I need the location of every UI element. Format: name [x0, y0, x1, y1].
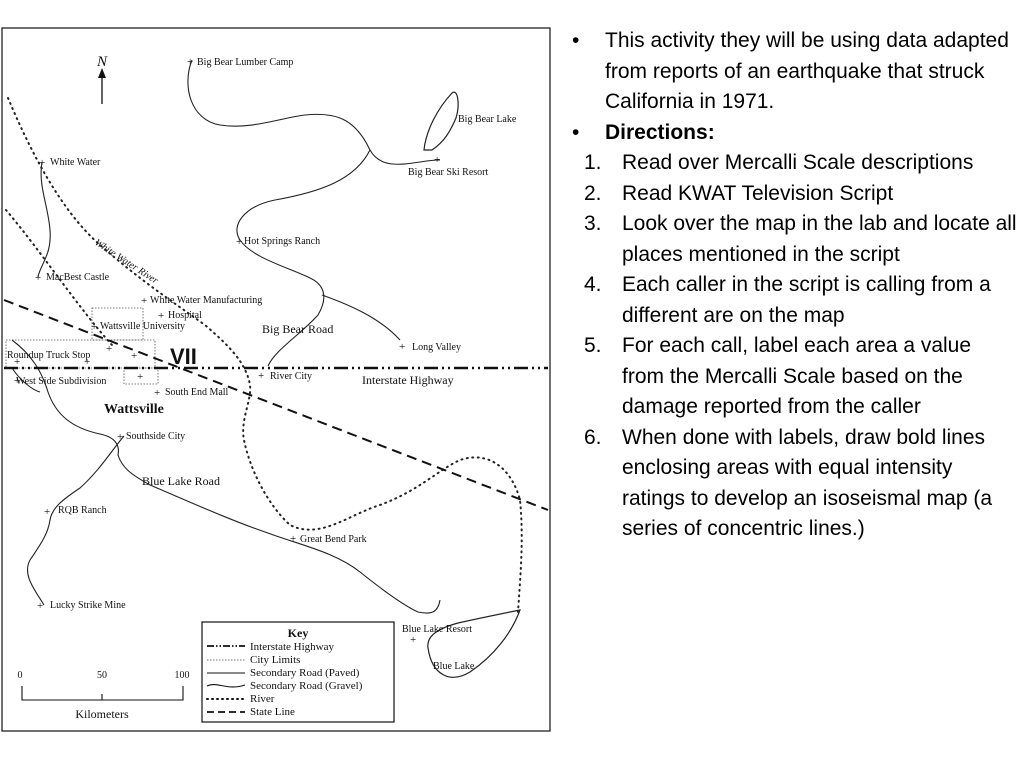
- direction-step: 6. When done with labels, draw bold lines…: [570, 423, 1020, 545]
- step-number: 6.: [584, 425, 602, 449]
- label-big-bear-ski-resort: Big Bear Ski Resort: [408, 167, 488, 178]
- svg-text:+: +: [236, 236, 242, 248]
- svg-text:+: +: [290, 533, 296, 545]
- intro-bullet: • This activity they will be using data …: [570, 26, 1020, 118]
- north-label: N: [96, 54, 108, 70]
- key-item-secondary-road-gravel: Secondary Road (Gravel): [250, 680, 363, 692]
- scale-tick-100: 100: [175, 670, 190, 681]
- svg-text:+: +: [35, 272, 41, 284]
- north-arrow-icon: N: [96, 54, 108, 104]
- label-white-water-manufacturing: White Water Manufacturing: [150, 295, 262, 306]
- svg-text:+: +: [158, 310, 164, 322]
- label-blue-lake-road: Blue Lake Road: [142, 474, 220, 488]
- step-text: When done with labels, draw bold lines e…: [622, 425, 993, 541]
- step-text: For each call, label each area a value f…: [622, 334, 972, 418]
- direction-step: 3. Look over the map in the lab and locat…: [570, 209, 1020, 270]
- label-long-valley: Long Valley: [412, 342, 461, 353]
- step-number: 2.: [584, 181, 602, 205]
- svg-text:+: +: [154, 387, 160, 399]
- instructions-panel: • This activity they will be using data …: [570, 26, 1020, 545]
- svg-text:+: +: [141, 295, 147, 307]
- directions-list: 1.Read over Mercalli Scale descriptions …: [570, 148, 1020, 545]
- label-lucky-strike-mine: Lucky Strike Mine: [50, 600, 126, 611]
- label-hot-springs-ranch: Hot Springs Ranch: [244, 236, 320, 247]
- svg-text:+: +: [434, 154, 440, 166]
- directions-heading: Directions:: [605, 120, 715, 144]
- step-number: 5.: [584, 334, 602, 357]
- label-big-bear-lumber-camp: Big Bear Lumber Camp: [197, 57, 293, 68]
- svg-text:+: +: [187, 56, 193, 68]
- secondary-roads: [11, 59, 441, 614]
- svg-text:+: +: [106, 343, 112, 355]
- label-white-water: White Water: [50, 157, 101, 168]
- key-item-state-line: State Line: [250, 706, 295, 718]
- key-item-river: River: [250, 693, 275, 705]
- step-text: Read over Mercalli Scale descriptions: [622, 151, 974, 174]
- direction-step: 1. Read over Mercalli Scale descriptions: [570, 148, 1020, 179]
- label-big-bear-road: Big Bear Road: [262, 322, 333, 336]
- svg-text:+: +: [39, 157, 45, 169]
- step-text: Each caller in the script is calling fro…: [622, 273, 991, 327]
- label-south-end-mall: South End Mall: [165, 387, 229, 398]
- key-title: Key: [288, 626, 309, 640]
- key-item-city-limits: City Limits: [250, 654, 300, 666]
- label-river-city: River City: [270, 371, 312, 382]
- directions-bullet: • Directions:: [570, 118, 1020, 149]
- label-great-bend-park: Great Bend Park: [300, 534, 367, 545]
- map-key: Key Interstate Highway City Limits Secon…: [201, 621, 395, 723]
- place-markers: + + + + + + + + + + + + + + + + + + + + …: [14, 56, 440, 646]
- label-big-bear-lake: Big Bear Lake: [458, 114, 517, 125]
- label-interstate-highway: Interstate Highway: [362, 373, 454, 387]
- bullet-icon: •: [572, 29, 580, 52]
- step-number: 4.: [584, 273, 602, 296]
- label-wattsville-university: Wattsville University: [100, 321, 185, 332]
- intensity-label-vii: VII: [170, 344, 197, 369]
- step-number: 1.: [584, 151, 602, 174]
- svg-text:+: +: [44, 506, 50, 518]
- svg-text:+: +: [14, 375, 20, 387]
- rivers: [5, 97, 523, 613]
- scale-unit: Kilometers: [75, 707, 129, 721]
- city-limits: [5, 307, 159, 385]
- svg-text:+: +: [131, 350, 137, 362]
- scale-tick-0: 0: [18, 670, 23, 681]
- step-number: 3.: [584, 212, 602, 235]
- label-hospital: Hospital: [168, 310, 202, 321]
- step-text: Look over the map in the lab and locate …: [622, 212, 1017, 266]
- label-blue-lake-resort: Blue Lake Resort: [402, 624, 472, 635]
- direction-step: 4. Each caller in the script is calling f…: [570, 270, 1020, 331]
- scale-bar: 0 50 100 Kilometers: [18, 670, 190, 721]
- map-frame: [1, 27, 551, 732]
- label-southside-city: Southside City: [126, 431, 185, 442]
- svg-text:+: +: [117, 431, 123, 443]
- intro-text: This activity they will be using data ad…: [605, 29, 1009, 113]
- scale-tick-50: 50: [97, 670, 107, 681]
- svg-text:+: +: [410, 634, 416, 646]
- label-west-side-subdivision: West Side Subdivision: [16, 376, 106, 387]
- label-roundup-truck-stop: Roundup Truck Stop: [7, 350, 90, 361]
- svg-text:+: +: [14, 356, 20, 368]
- label-wattsville: Wattsville: [104, 402, 164, 417]
- label-rqb-ranch: RQB Ranch: [58, 505, 107, 516]
- step-text: Read KWAT Television Script: [622, 181, 894, 205]
- key-item-interstate-highway: Interstate Highway: [250, 641, 334, 653]
- svg-text:+: +: [258, 370, 264, 382]
- blue-lake: [427, 609, 521, 678]
- label-blue-lake: Blue Lake: [433, 661, 475, 672]
- earthquake-map: N + + + + + + + + + +: [1, 27, 551, 732]
- big-bear-lake: [423, 91, 459, 151]
- state-line: [3, 299, 549, 511]
- label-macbest-castle: MacBest Castle: [46, 272, 110, 283]
- svg-text:+: +: [84, 356, 90, 368]
- svg-text:+: +: [91, 321, 97, 333]
- key-item-secondary-road-paved: Secondary Road (Paved): [250, 667, 360, 679]
- direction-step: 2. Read KWAT Television Script: [570, 179, 1020, 210]
- svg-text:+: +: [37, 600, 43, 612]
- svg-text:+: +: [399, 341, 405, 353]
- svg-text:+: +: [137, 371, 143, 383]
- direction-step: 5. For each call, label each area a value…: [570, 331, 1020, 423]
- bullet-icon: •: [572, 120, 580, 144]
